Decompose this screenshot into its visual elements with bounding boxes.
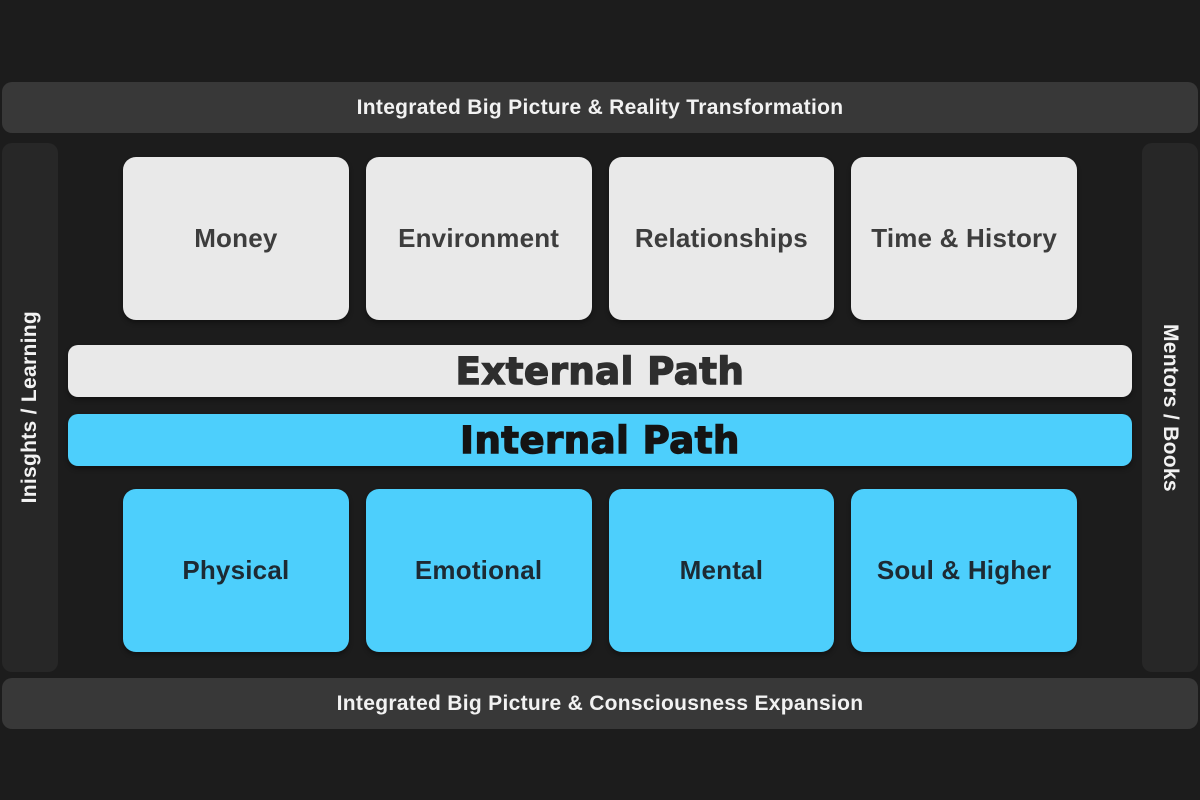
top-banner: Integrated Big Picture & Reality Transfo… bbox=[2, 82, 1198, 133]
internal-aspects-row: Physical Emotional Mental Soul & Higher bbox=[123, 489, 1077, 652]
external-path-bar: External Path bbox=[68, 345, 1132, 397]
box-relationships: Relationships bbox=[608, 157, 835, 320]
top-banner-label: Integrated Big Picture & Reality Transfo… bbox=[356, 95, 844, 119]
box-time-history-label: Time & History bbox=[871, 223, 1058, 253]
box-physical-label: Physical bbox=[182, 555, 290, 585]
box-time-history: Time & History bbox=[851, 157, 1077, 320]
internal-path-label: Internal Path bbox=[459, 418, 740, 462]
box-money: Money bbox=[123, 157, 349, 320]
bottom-banner: Integrated Big Picture & Consciousness E… bbox=[2, 678, 1198, 729]
box-money-label: Money bbox=[194, 223, 278, 253]
box-physical: Physical bbox=[123, 489, 349, 652]
left-sidebar: Inisghts / Learning bbox=[2, 143, 58, 672]
box-environment: Environment bbox=[365, 157, 592, 320]
internal-path-bar: Internal Path bbox=[68, 414, 1132, 466]
box-emotional-label: Emotional bbox=[414, 555, 543, 585]
left-sidebar-label: Inisghts / Learning bbox=[18, 311, 41, 504]
box-environment-label: Environment bbox=[398, 223, 560, 253]
external-path-label: External Path bbox=[455, 349, 745, 393]
box-mental-label: Mental bbox=[679, 555, 764, 585]
bottom-banner-label: Integrated Big Picture & Consciousness E… bbox=[336, 691, 864, 715]
box-mental: Mental bbox=[608, 489, 835, 652]
right-sidebar-label: Mentors / Books bbox=[1159, 323, 1182, 492]
box-soul-higher: Soul & Higher bbox=[851, 489, 1077, 652]
box-soul-higher-label: Soul & Higher bbox=[876, 555, 1052, 585]
external-aspects-row: Money Environment Relationships Time & H… bbox=[123, 157, 1077, 320]
box-relationships-label: Relationships bbox=[634, 223, 808, 253]
box-emotional: Emotional bbox=[365, 489, 592, 652]
right-sidebar: Mentors / Books bbox=[1142, 143, 1198, 672]
